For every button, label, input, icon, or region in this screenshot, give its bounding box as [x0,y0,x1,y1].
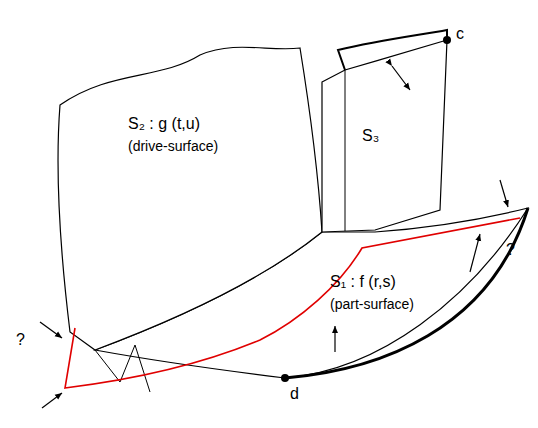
normal-arrow [334,326,335,352]
offset-arrow [40,322,62,338]
wall-edge [345,70,346,231]
offset-arrow [470,234,480,272]
offset-arrow [500,180,508,207]
surface-label: S₂ : g (t,u) [128,116,200,132]
point-label: d [290,386,299,402]
offset-label: ? [506,242,515,258]
drive-surface [58,47,322,350]
point-c [443,36,451,44]
offset-curve [65,218,520,388]
surface-name: (part-surface) [330,296,414,312]
surface-fold [95,345,150,392]
point-d [281,374,289,382]
surface-label: S₁ : f (r,s) [330,274,396,290]
normal-arrow [392,66,410,90]
point-label: c [456,26,464,42]
wall-top [338,30,447,70]
check-surface [322,40,447,232]
bold-edge [285,208,528,378]
offset-arrow [42,393,62,408]
surface-name: (drive-surface) [128,138,218,154]
offset-label: ? [16,332,25,348]
surface-label: S₃ [362,128,379,144]
